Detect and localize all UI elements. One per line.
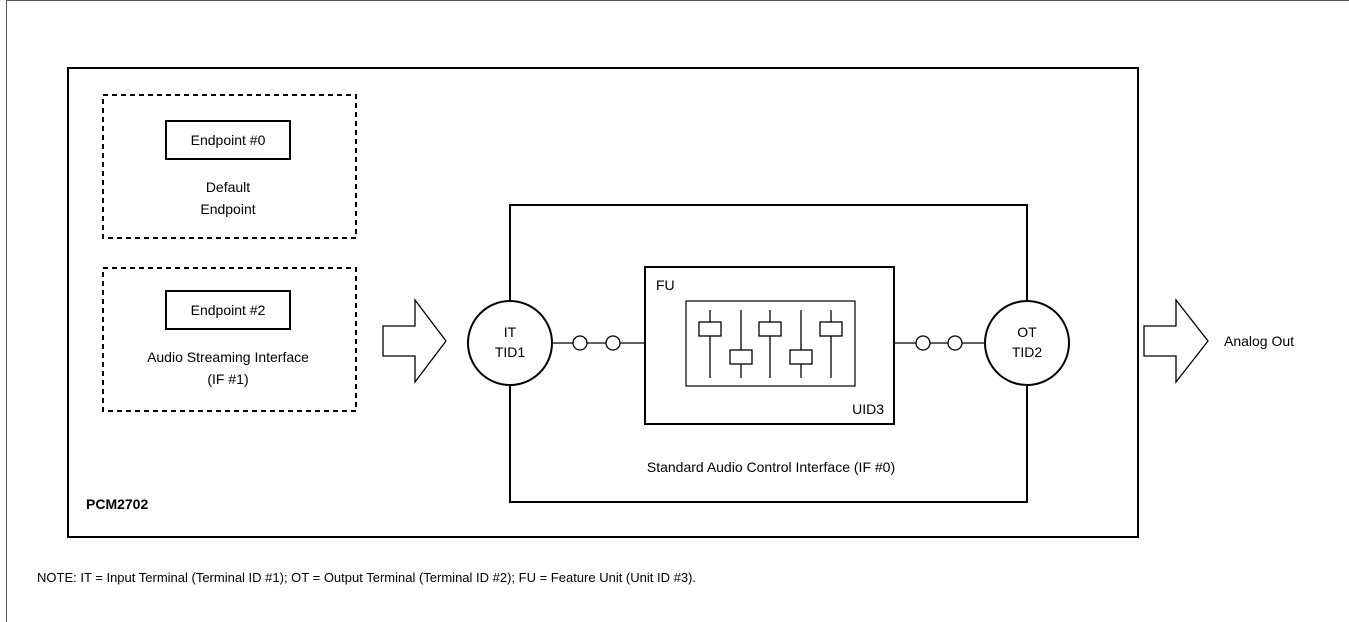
feature-unit-label: FU xyxy=(656,277,675,293)
input-terminal-label-line2: TID1 xyxy=(495,344,526,360)
input-terminal-circle xyxy=(467,300,553,386)
fader-mixer-icon xyxy=(685,300,856,387)
endpoint2-box xyxy=(165,290,291,330)
device-label: PCM2702 xyxy=(86,496,148,512)
output-flow-arrow-icon xyxy=(1143,298,1209,384)
page-frame-top-border xyxy=(6,0,1349,1)
audio-streaming-endpoint-group xyxy=(102,267,357,412)
endpoint2-caption-line2: (IF #1) xyxy=(207,371,248,387)
default-endpoint-group xyxy=(102,94,357,239)
output-terminal-label-line1: OT xyxy=(1017,324,1037,340)
footnote: NOTE: IT = Input Terminal (Terminal ID #… xyxy=(37,570,697,585)
feature-unit-id: UID3 xyxy=(852,401,884,417)
feature-unit-box xyxy=(644,266,895,425)
pcm2702-outer-box xyxy=(67,67,1139,538)
output-terminal-label-line2: TID2 xyxy=(1012,344,1043,360)
endpoint0-caption-line1: Default xyxy=(206,179,250,195)
page-frame-left-border xyxy=(6,0,7,622)
input-flow-arrow-icon xyxy=(382,298,447,384)
it-to-fu-connector xyxy=(552,335,645,351)
output-terminal-circle xyxy=(984,300,1070,386)
endpoint2-caption-line1: Audio Streaming Interface xyxy=(147,349,309,365)
endpoint2-label: Endpoint #2 xyxy=(191,302,266,318)
endpoint0-box xyxy=(165,120,291,160)
analog-out-label: Analog Out xyxy=(1224,333,1294,349)
fu-to-ot-connector xyxy=(894,335,985,351)
control-interface-label: Standard Audio Control Interface (IF #0) xyxy=(647,459,895,475)
endpoint0-caption-line2: Endpoint xyxy=(200,201,255,217)
endpoint0-label: Endpoint #0 xyxy=(191,132,266,148)
input-terminal-label-line1: IT xyxy=(504,324,517,340)
